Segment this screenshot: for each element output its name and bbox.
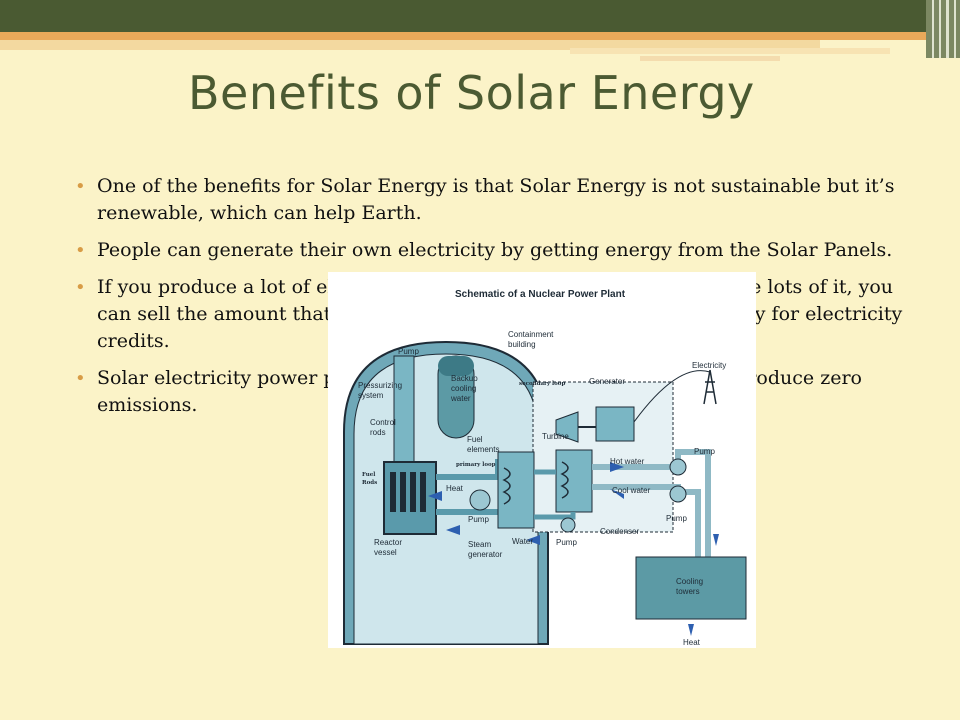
cooling-towers [635,556,747,620]
label-hot-water: Hot water [610,457,645,466]
label-pump-top: Pump [398,347,419,356]
nuclear-plant-diagram: Schematic of a Nuclear Power Plant [328,272,756,648]
top-band [0,0,960,32]
label-generator: Generator [589,377,625,386]
label-heat-bottom: Heat [683,638,701,647]
label-pump-right-2: Pump [666,514,687,523]
accent-band [0,32,960,40]
label-fuel-rods-2: Rods [362,480,377,486]
turbine [555,411,579,443]
label-fuel-elements: elements [467,445,499,454]
accent-band-shadow-3 [640,56,780,61]
backup-water-top [438,356,474,376]
label-steam: Steam [468,540,491,549]
diagram-title: Schematic of a Nuclear Power Plant [455,289,626,300]
label-backup: Backup [451,374,478,383]
label-containment-building: building [508,340,536,349]
label-pump-bottom: Pump [556,538,577,547]
label-control-rods: rods [370,428,386,437]
condenser [555,449,593,513]
accent-band-shadow-2 [570,48,890,54]
label-cooling: Cooling [676,577,703,586]
corner-decoration [926,0,960,58]
accent-band-shadow [0,40,820,50]
label-backup-water: water [450,394,471,403]
label-electricity: Electricity [692,361,726,370]
label-condenser: Condenser [600,527,639,536]
slide-title: Benefits of Solar Energy [188,66,755,120]
label-containment: Containment [508,330,554,339]
label-pressurizing: Pressurizing [358,381,402,390]
label-turbine: Turbine [542,432,569,441]
label-cool-water: Cool water [612,486,651,495]
label-fuel: Fuel [467,435,483,444]
pylon-icon [703,369,717,405]
label-steam-generator: generator [468,550,503,559]
label-pump-right-1: Pump [694,447,715,456]
label-secondary-loop: secondary loop [519,381,565,387]
bullet-item: One of the benefits for Solar Energy is … [73,173,923,227]
label-pump-mid: Pump [468,515,489,524]
steam-generator [497,451,535,529]
label-cooling-towers: towers [676,587,700,596]
pressurizer [393,355,415,467]
label-primary-loop: primary loop [456,462,496,468]
cool-water-pump [669,485,687,503]
bullet-item: People can generate their own electricit… [73,237,923,264]
primary-pump [469,489,491,511]
label-fuel-rods: Fuel [362,472,375,478]
label-water: Water [512,537,533,546]
generator [595,406,635,442]
label-pressurizing-system: system [358,391,384,400]
hot-water-pump [669,458,687,476]
label-reactor: Reactor [374,538,402,547]
turbine-hall [532,381,674,533]
label-backup-cooling: cooling [451,384,476,393]
label-heat-mid: Heat [446,484,464,493]
label-reactor-vessel: vessel [374,548,397,557]
label-control: Control [370,418,396,427]
